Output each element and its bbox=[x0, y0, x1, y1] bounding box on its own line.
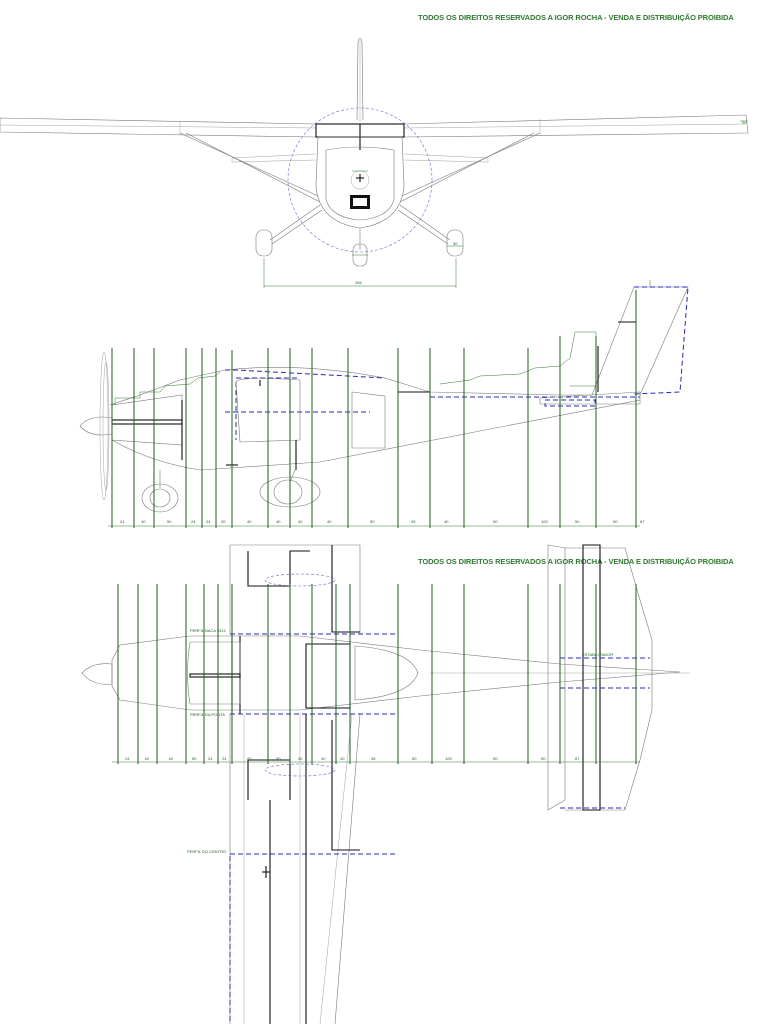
label-perfil-centro: PERFIL DO CENTRO bbox=[187, 849, 226, 854]
side-dimension-label: 40 bbox=[298, 519, 303, 524]
top-horizontal-stabilizer bbox=[565, 547, 653, 811]
side-view: 24 40 50 24 24 20 40 40 40 40 50 45 40 50 100 50 50 67 bbox=[79, 280, 689, 528]
top-stab-left-edge bbox=[547, 544, 566, 811]
side-window-rear bbox=[351, 391, 386, 449]
top-dimension-label: 40 bbox=[169, 756, 174, 761]
side-dimension-label: 20 bbox=[221, 519, 226, 524]
front-tip-dim: 20 bbox=[742, 120, 747, 125]
top-cabin-section bbox=[305, 643, 351, 709]
copyright-notice-middle: TODOS OS DIREITOS RESERVADOS A IGOR ROCH… bbox=[418, 557, 734, 566]
side-dimension-label: 50 bbox=[493, 519, 498, 524]
side-dimension-label: 67 bbox=[640, 519, 645, 524]
top-aileron-upper bbox=[247, 550, 310, 587]
side-dimension-label: 24 bbox=[191, 519, 196, 524]
top-dimension-label: 50 bbox=[412, 756, 417, 761]
side-dimension-label: 50 bbox=[613, 519, 618, 524]
left-main-wheel bbox=[255, 229, 273, 257]
front-wheel-dim: 30 bbox=[453, 241, 458, 246]
side-propeller bbox=[99, 351, 109, 501]
right-main-wheel bbox=[446, 229, 464, 257]
top-dimension-label: 50 bbox=[192, 756, 197, 761]
side-dimension-label: 40 bbox=[276, 519, 281, 524]
side-nose-wheel bbox=[141, 483, 179, 513]
front-tail-fin bbox=[356, 37, 364, 121]
propeller-disc bbox=[287, 107, 433, 253]
side-dimension-label: 50 bbox=[167, 519, 172, 524]
top-dimension-label: 50 bbox=[493, 756, 498, 761]
side-dimension-label: 50 bbox=[370, 519, 375, 524]
top-dimension-labels: 24 40 40 50 24 24 20 50 40 40 40 45 50 100 50 50 67 bbox=[125, 756, 580, 761]
side-vertical-tail bbox=[591, 286, 689, 396]
side-station-lines bbox=[111, 290, 637, 528]
top-spinner bbox=[81, 663, 113, 685]
side-dimension-label: 40 bbox=[327, 519, 332, 524]
front-gear-span-dim: 266 bbox=[355, 280, 362, 285]
top-dimension-label: 50 bbox=[276, 756, 281, 761]
side-dimension-labels: 24 40 50 24 24 20 40 40 40 40 50 45 40 50 100 50 50 67 bbox=[120, 519, 645, 524]
top-dimension-label: 24 bbox=[125, 756, 130, 761]
top-view: PERFIL NACA 2412 PERFIL DA PONTA PERFIL … bbox=[81, 544, 690, 1024]
side-dimension-label: 50 bbox=[575, 519, 580, 524]
side-dimension-label: 24 bbox=[120, 519, 125, 524]
top-aileron-lower bbox=[247, 759, 291, 800]
top-dimension-label: 40 bbox=[321, 756, 326, 761]
side-dimension-label: 45 bbox=[411, 519, 416, 524]
side-dimension-label: 40 bbox=[141, 519, 146, 524]
top-dimension-label: 40 bbox=[145, 756, 150, 761]
top-station-lines bbox=[117, 584, 637, 764]
front-view: 20 266 30 bbox=[0, 37, 749, 288]
top-dimension-label: 40 bbox=[298, 756, 303, 761]
side-fuselage-bottom bbox=[111, 399, 641, 471]
top-dimension-label: 20 bbox=[247, 756, 252, 761]
side-dimension-label: 100 bbox=[541, 519, 548, 524]
side-dimension-label: 24 bbox=[206, 519, 211, 524]
side-window-front bbox=[235, 378, 301, 443]
side-dimension-label: 40 bbox=[444, 519, 449, 524]
side-dimension-label: 40 bbox=[247, 519, 252, 524]
top-fuselage bbox=[111, 635, 681, 711]
top-dimension-label: 24 bbox=[222, 756, 227, 761]
top-dimension-label: 45 bbox=[371, 756, 376, 761]
top-dimension-label: 50 bbox=[541, 756, 546, 761]
label-perfil-raiz: PERFIL NACA 2412 bbox=[190, 628, 227, 633]
front-fuselage bbox=[315, 136, 405, 229]
label-estabilizador: ESTABILIZADOR bbox=[582, 652, 613, 657]
top-dimension-label: 40 bbox=[340, 756, 345, 761]
copyright-notice-top: TODOS OS DIREITOS RESERVADOS A IGOR ROCH… bbox=[418, 13, 734, 22]
side-spinner bbox=[79, 416, 113, 436]
top-elevator-spar bbox=[582, 544, 601, 811]
label-perfil-ponta: PERFIL DA PONTA bbox=[190, 712, 225, 717]
top-dimension-label: 67 bbox=[575, 756, 580, 761]
top-dimension-label: 24 bbox=[208, 756, 213, 761]
top-dimension-label: 100 bbox=[445, 756, 452, 761]
